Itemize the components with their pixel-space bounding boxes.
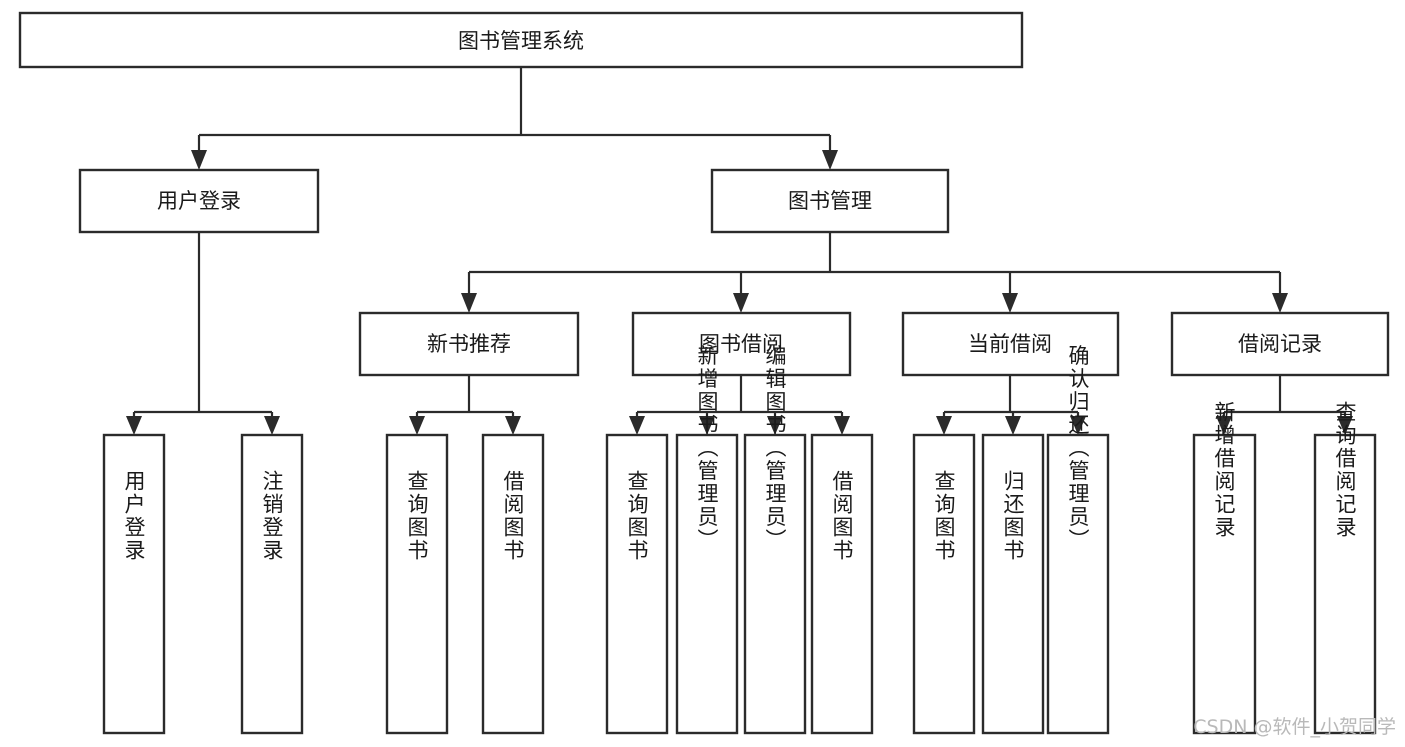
arrow-to-leaf-edit-book [767, 416, 783, 435]
node-new-book-recommend-box[interactable] [358, 311, 580, 377]
node-leaf-return-book[interactable]: 归还图书 [981, 433, 1045, 735]
node-book-management-box[interactable] [710, 168, 950, 234]
node-leaf-confirm-return-label: 确认归还（管理员） [1066, 345, 1090, 552]
arrow-to-book-management [822, 150, 838, 170]
node-borrow-record[interactable]: 借阅记录 [1170, 311, 1390, 377]
node-leaf-query-book-1-box[interactable] [385, 433, 449, 735]
node-leaf-query-book-3-box[interactable] [912, 433, 976, 735]
connector-layer [126, 67, 1353, 435]
node-leaf-return-book-box[interactable] [981, 433, 1045, 735]
arrow-to-borrow-record [1272, 293, 1288, 313]
node-new-book-recommend[interactable]: 新书推荐 [358, 311, 580, 377]
node-root[interactable]: 图书管理系统 [18, 11, 1024, 69]
arrow-to-current-borrow [1002, 293, 1018, 313]
arrow-to-leaf-borrow-book-2 [834, 416, 850, 435]
node-book-management-label: 图书管理 [788, 189, 872, 213]
arrow-to-user-login [191, 150, 207, 170]
node-leaf-query-book-2-label: 查询图书 [625, 470, 649, 562]
node-leaf-user-logout[interactable]: 注销登录 [240, 433, 304, 735]
node-leaf-borrow-book-2-box[interactable] [810, 433, 874, 735]
node-leaf-query-book-1[interactable]: 查询图书 [385, 433, 449, 735]
node-leaf-add-record-label: 新增借阅记录 [1212, 401, 1236, 539]
arrow-to-book-borrow [733, 293, 749, 313]
node-leaf-user-login-label: 用户登录 [122, 470, 146, 562]
node-leaf-add-book-box[interactable] [675, 433, 739, 735]
node-leaf-query-book-2-box[interactable] [605, 433, 669, 735]
node-leaf-edit-book-box[interactable] [743, 433, 807, 735]
node-leaf-query-book-3[interactable]: 查询图书 [912, 433, 976, 735]
node-borrow-record-label: 借阅记录 [1238, 332, 1322, 356]
node-leaf-add-record[interactable]: 新增借阅记录 [1192, 401, 1257, 735]
arrow-to-leaf-query-record [1337, 416, 1353, 435]
node-leaf-user-logout-label: 注销登录 [260, 470, 284, 562]
node-leaf-query-record-label: 查询借阅记录 [1333, 401, 1357, 539]
node-leaf-add-record-box[interactable] [1192, 433, 1257, 735]
node-leaf-query-record-box[interactable] [1313, 433, 1377, 735]
node-book-borrow-label: 图书借阅 [699, 332, 783, 356]
node-book-borrow-box[interactable] [631, 311, 852, 377]
node-current-borrow-box[interactable] [901, 311, 1120, 377]
node-leaf-return-book-label: 归还图书 [1001, 470, 1025, 562]
arrow-to-leaf-add-book [699, 416, 715, 435]
node-user-login-label: 用户登录 [157, 189, 241, 213]
node-user-login-box[interactable] [78, 168, 320, 234]
node-current-borrow[interactable]: 当前借阅 [901, 311, 1120, 377]
node-book-management[interactable]: 图书管理 [710, 168, 950, 234]
node-leaf-edit-book[interactable]: 编辑图书（管理员） [743, 345, 807, 735]
node-current-borrow-label: 当前借阅 [968, 332, 1052, 356]
arrow-to-leaf-query-book-2 [629, 416, 645, 435]
arrow-to-leaf-return-book [1005, 416, 1021, 435]
node-leaf-user-login-box[interactable] [102, 433, 166, 735]
arrow-to-leaf-borrow-book-1 [505, 416, 521, 435]
node-leaf-confirm-return[interactable]: 确认归还（管理员） [1046, 345, 1110, 735]
arrow-to-leaf-user-login [126, 416, 142, 435]
arrow-to-leaf-query-book-1 [409, 416, 425, 435]
node-leaf-user-login[interactable]: 用户登录 [102, 433, 166, 735]
node-leaf-borrow-book-2-label: 借阅图书 [830, 470, 854, 562]
node-root-box[interactable] [18, 11, 1024, 69]
node-leaf-query-book-3-label: 查询图书 [932, 470, 956, 562]
node-leaf-query-book-2[interactable]: 查询图书 [605, 433, 669, 735]
node-leaf-confirm-return-box[interactable] [1046, 433, 1110, 735]
arrow-to-leaf-query-book-3 [936, 416, 952, 435]
node-root-label: 图书管理系统 [458, 29, 584, 53]
node-leaf-query-book-1-label: 查询图书 [405, 470, 429, 562]
node-new-book-recommend-label: 新书推荐 [427, 332, 511, 356]
arrow-to-new-book-recommend [461, 293, 477, 313]
node-borrow-record-box[interactable] [1170, 311, 1390, 377]
node-leaf-user-logout-box[interactable] [240, 433, 304, 735]
node-leaf-borrow-book-2[interactable]: 借阅图书 [810, 433, 874, 735]
node-leaf-borrow-book-1-label: 借阅图书 [501, 470, 525, 562]
arrow-to-leaf-add-record [1216, 416, 1232, 435]
watermark-label: CSDN @软件_小贺同学 [1193, 716, 1396, 738]
node-user-login[interactable]: 用户登录 [78, 168, 320, 234]
arrow-to-leaf-user-logout [264, 416, 280, 435]
arrow-to-leaf-confirm-return [1070, 416, 1086, 435]
node-leaf-borrow-book-1[interactable]: 借阅图书 [481, 433, 545, 735]
node-book-borrow[interactable]: 图书借阅 [631, 311, 852, 377]
node-leaf-edit-book-label: 编辑图书（管理员） [763, 345, 787, 552]
node-leaf-add-book[interactable]: 新增图书（管理员） [675, 345, 739, 735]
node-leaf-borrow-book-1-box[interactable] [481, 433, 545, 735]
node-leaf-query-record[interactable]: 查询借阅记录 [1313, 401, 1377, 735]
node-leaf-add-book-label: 新增图书（管理员） [695, 345, 719, 552]
